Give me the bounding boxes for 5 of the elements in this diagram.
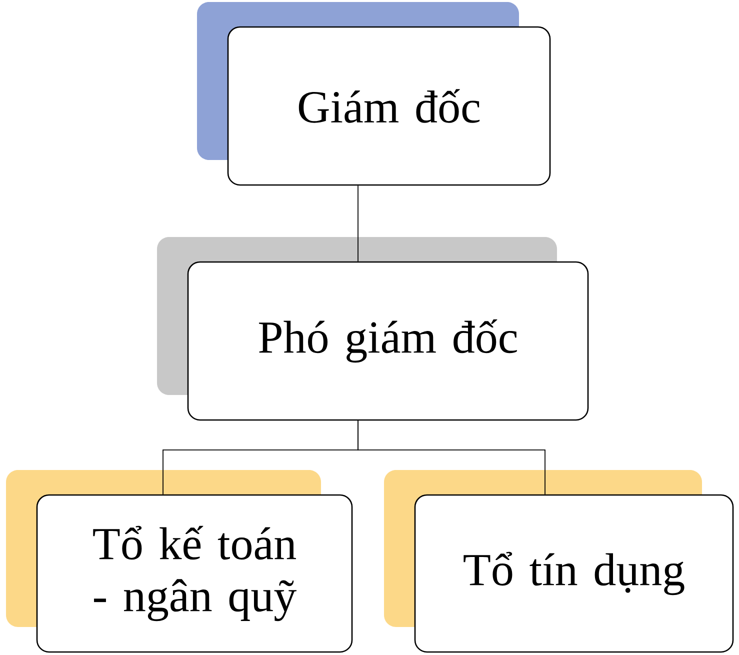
org-box: Tổ tín dụng [414, 494, 734, 653]
org-box: Giám đốc [227, 26, 551, 186]
org-box: Tổ kế toán - ngân quỹ [36, 494, 353, 653]
org-box: Phó giám đốc [187, 261, 589, 421]
connector-line [358, 420, 546, 495]
